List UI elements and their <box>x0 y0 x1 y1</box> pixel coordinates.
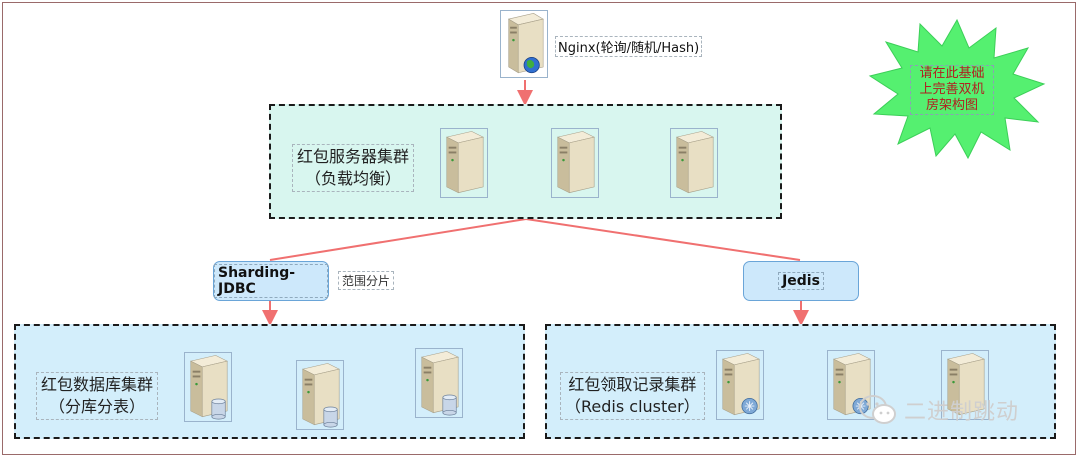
database-server-icon <box>184 352 232 422</box>
wechat-icon <box>859 395 896 424</box>
redis-cluster-label: 红包领取记录集群 （Redis cluster） <box>560 372 705 420</box>
redis-server-icon <box>827 350 875 420</box>
sharding-jdbc-label: Sharding-JDBC <box>214 264 328 298</box>
sharding-note: 范围分片 <box>338 271 395 290</box>
callout-text: 请在此基础 上完善双机 房架构图 <box>910 65 994 115</box>
server-icon <box>551 128 599 198</box>
sharding-jdbc-box: Sharding-JDBC <box>213 261 329 301</box>
redis-server-icon <box>716 350 764 420</box>
server-cluster-label: 红包服务器集群 （负载均衡） <box>292 144 415 192</box>
callout-line: 上完善双机 <box>919 82 985 97</box>
server-cluster-subtitle: （负载均衡） <box>305 169 402 188</box>
redis-cluster-subtitle: （Redis cluster） <box>565 397 700 416</box>
watermark-text: 二进制跳动 <box>904 400 1020 425</box>
callout-line: 请在此基础 <box>919 66 985 81</box>
jedis-box: Jedis <box>743 261 859 301</box>
db-cluster-title: 红包数据库集群 <box>41 375 154 394</box>
nginx-label: Nginx(轮询/随机/Hash) <box>555 36 703 57</box>
starburst-callout-shape <box>868 18 1046 160</box>
nginx-server-icon <box>500 10 548 78</box>
server-icon <box>670 128 718 198</box>
server-icon <box>440 128 488 198</box>
watermark: 二进制跳动 <box>858 392 1019 428</box>
database-server-icon <box>415 348 463 418</box>
redis-server-icon <box>941 350 989 420</box>
redis-cluster-title: 红包领取记录集群 <box>568 375 697 394</box>
db-cluster-subtitle: （分库分表） <box>49 397 146 416</box>
server-cluster-title: 红包服务器集群 <box>297 147 410 166</box>
database-server-icon <box>296 360 344 430</box>
jedis-label: Jedis <box>778 272 824 290</box>
db-cluster-label: 红包数据库集群 （分库分表） <box>36 372 159 420</box>
callout-line: 房架构图 <box>925 98 978 113</box>
server-to-jedis-line <box>525 218 801 261</box>
server-to-sharding-line <box>269 218 527 261</box>
